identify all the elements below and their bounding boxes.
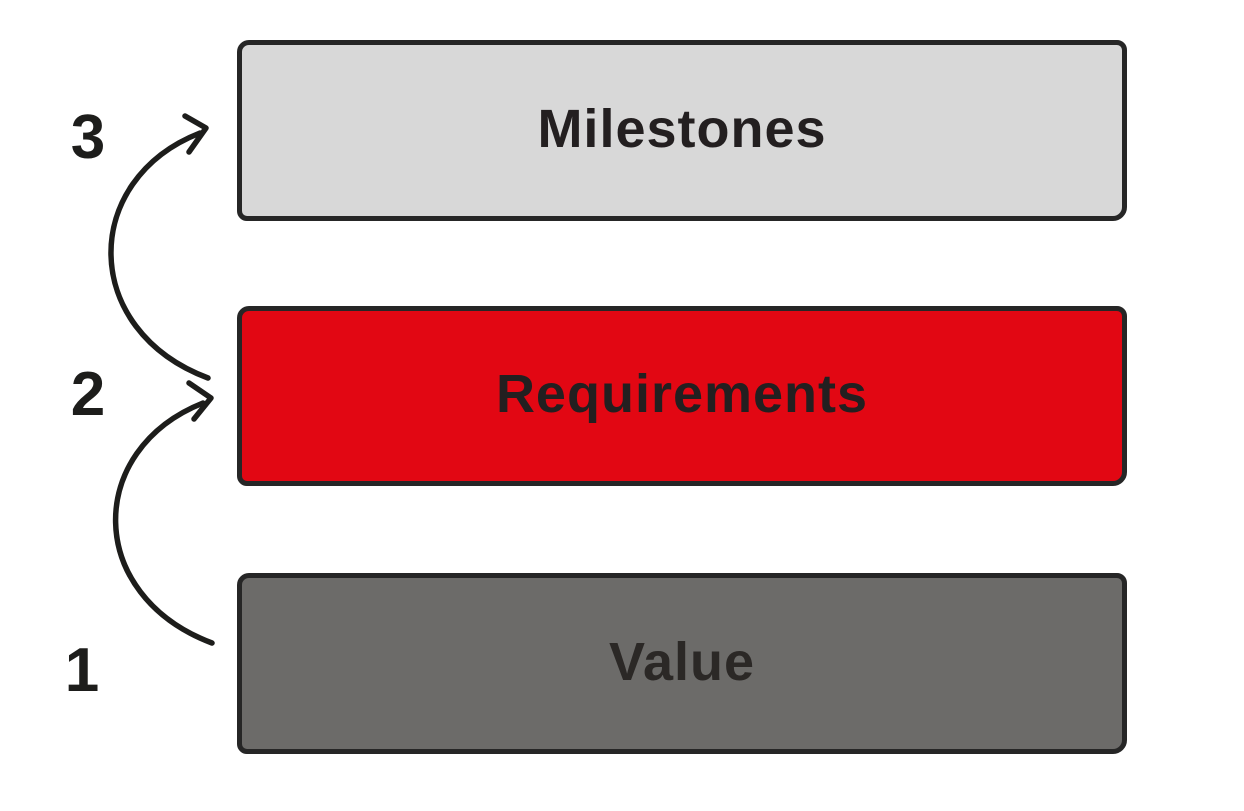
bar-value: Value bbox=[237, 573, 1127, 754]
arrow-1-to-2-shaft bbox=[112, 400, 215, 646]
bar-value-label: Value bbox=[608, 631, 756, 692]
step-number-1: 1 bbox=[64, 636, 100, 705]
arrow-2-to-3-head-icon bbox=[182, 113, 209, 155]
arrow-2-to-3 bbox=[108, 113, 211, 381]
bar-requirements: Requirements bbox=[237, 306, 1127, 486]
step-number-2: 2 bbox=[70, 360, 106, 429]
arrow-1-to-2-head-icon bbox=[186, 380, 214, 422]
arrow-2-to-3-shaft bbox=[108, 130, 211, 381]
arrow-1-to-2 bbox=[112, 380, 215, 646]
bar-milestones: Milestones bbox=[237, 40, 1127, 221]
step-number-3: 3 bbox=[70, 103, 106, 172]
bar-requirements-label: Requirements bbox=[495, 364, 869, 424]
bar-milestones-label: Milestones bbox=[537, 98, 827, 159]
